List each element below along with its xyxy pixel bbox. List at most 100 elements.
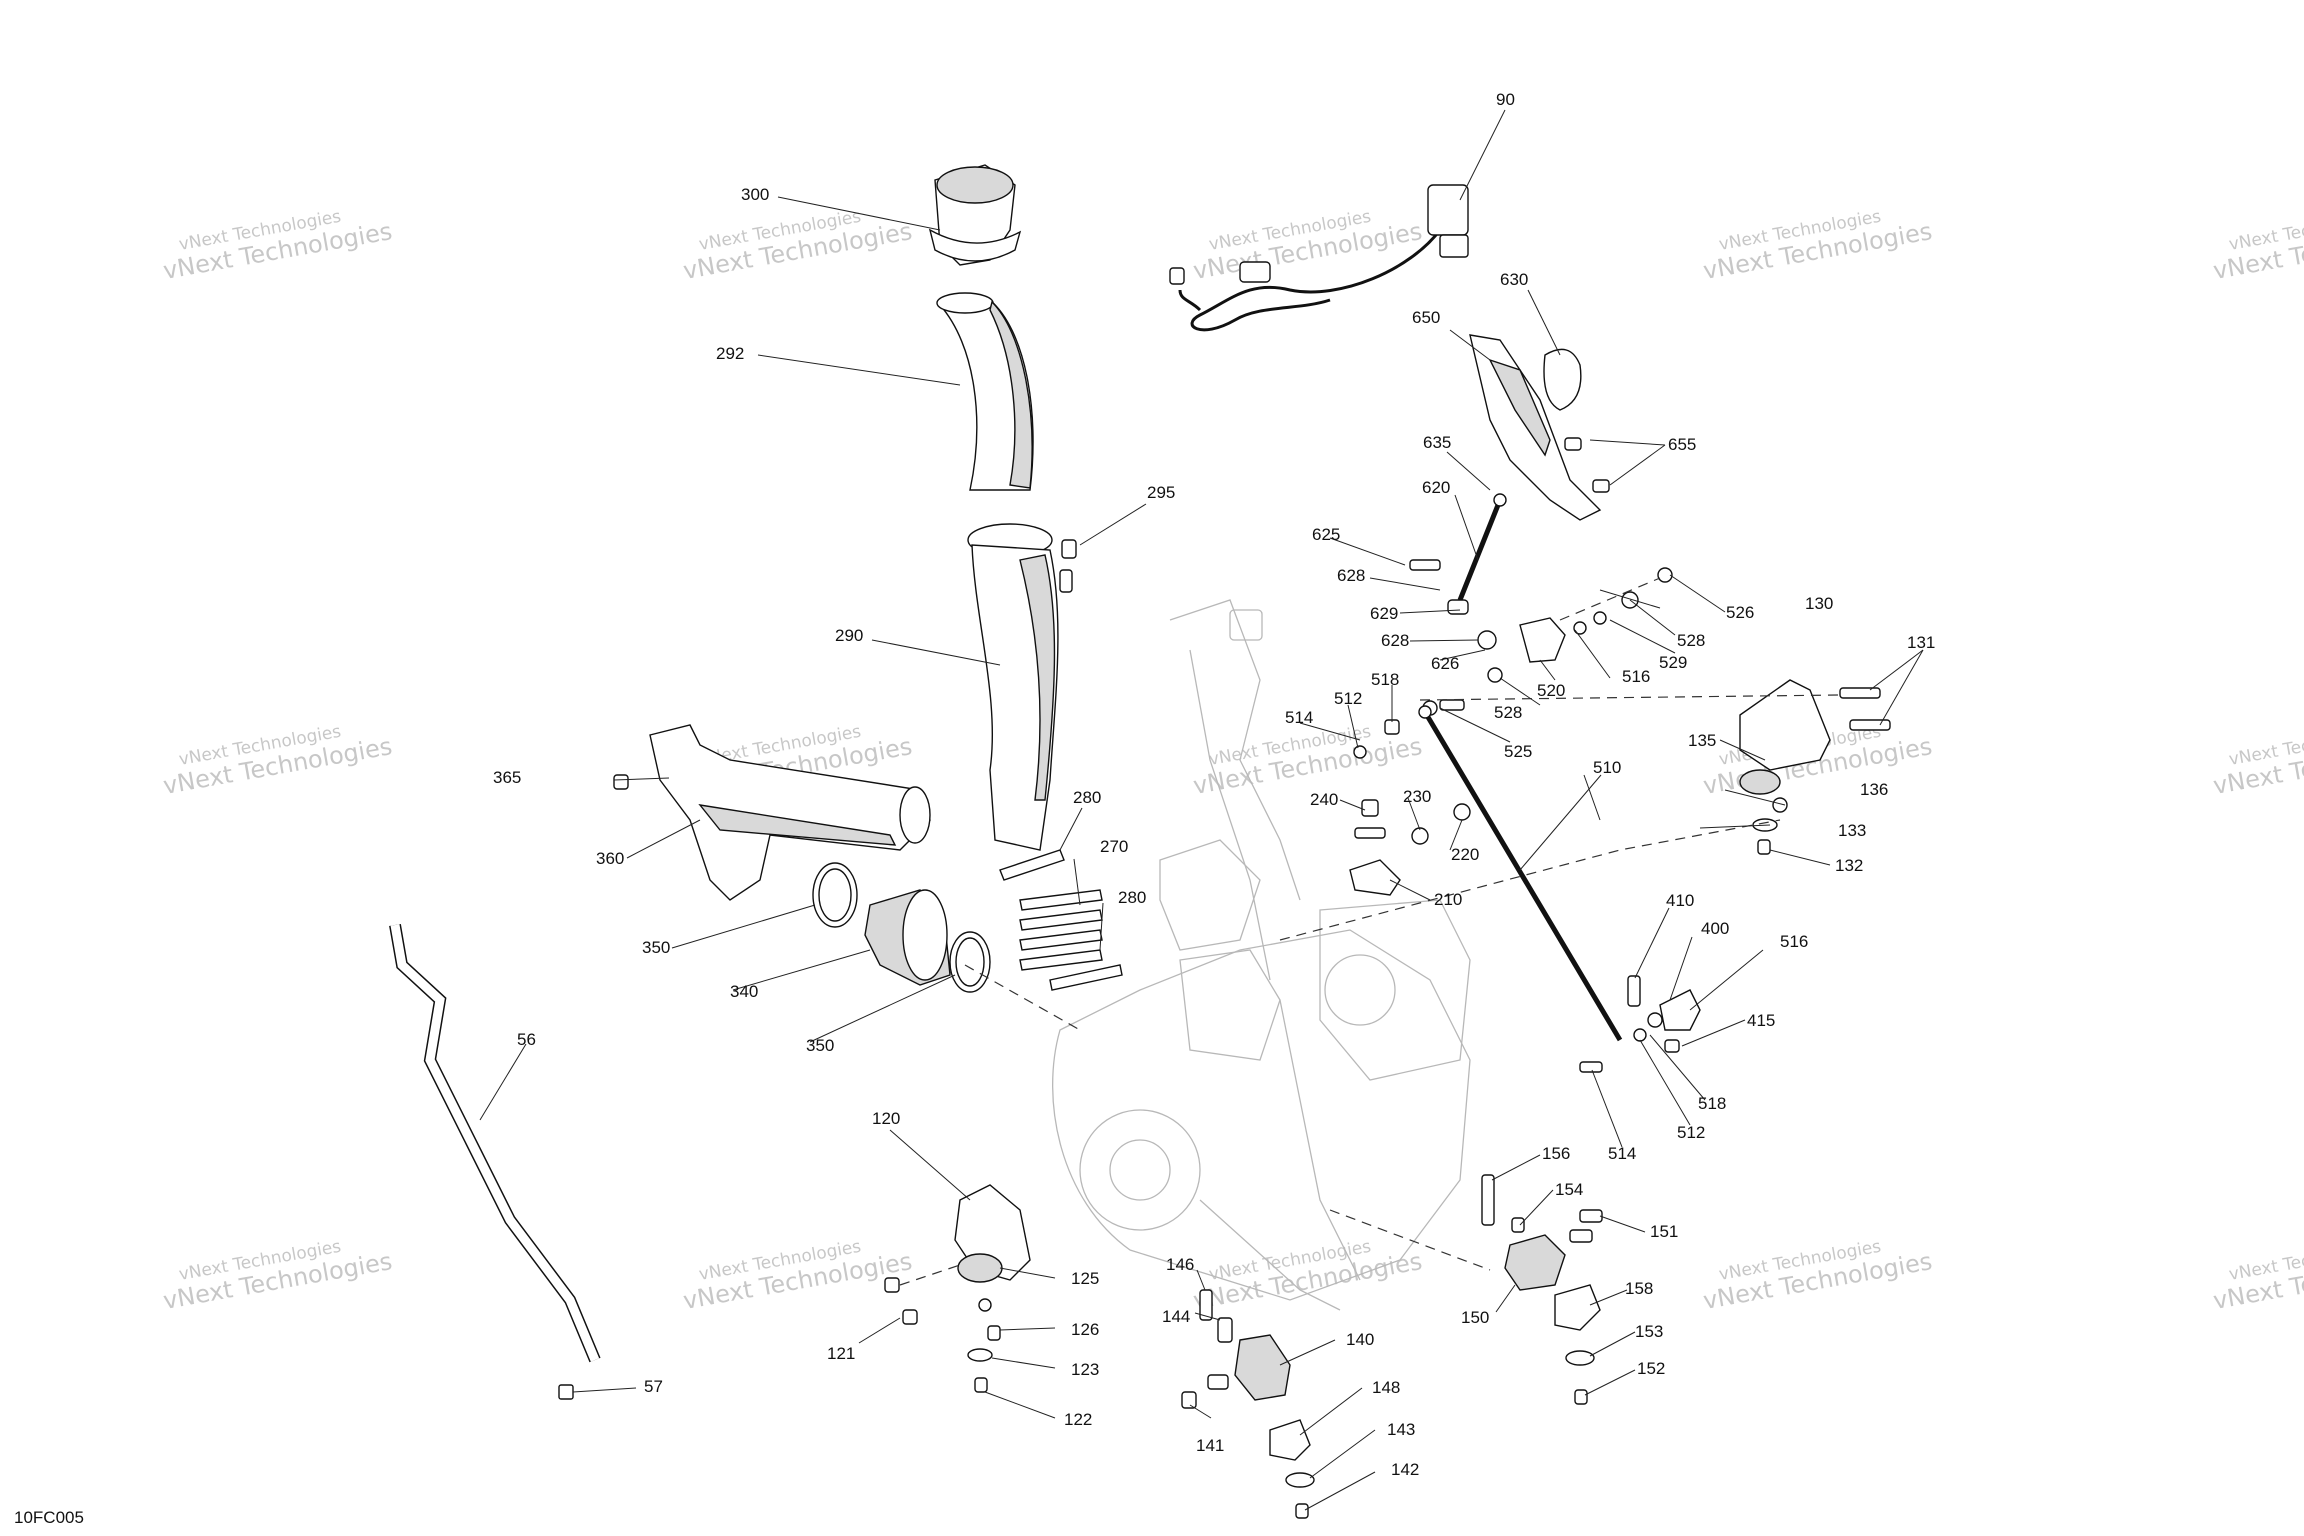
watermark: vNext Technologies vNext Technologies [2211,722,2304,800]
callout-650: 650 [1412,308,1440,327]
mount-130 [1739,679,1891,855]
callout-57: 57 [644,1377,663,1396]
callout-240: 240 [1310,790,1338,809]
callout-626: 626 [1431,654,1459,673]
callout-136: 136 [1860,780,1888,799]
callout-290: 290 [835,626,863,645]
callout-365: 365 [493,768,521,787]
callout-132: 132 [1835,856,1863,875]
callout-630: 630 [1500,270,1528,289]
shift-rod-510 [1418,705,1623,1042]
callout-528b: 528 [1494,703,1522,722]
callout-529: 529 [1659,653,1687,672]
air-duct-360 [649,724,931,901]
mount-150 [1481,1174,1603,1405]
mount-140 [1181,1289,1315,1519]
watermark: vNext Technologies vNext Technologies [2211,1237,2304,1315]
callout-510: 510 [1593,758,1621,777]
callout-labels: 300 90 292 630 650 635 655 620 295 625 6… [493,90,1935,1479]
callout-625: 625 [1312,525,1340,544]
watermark: vNext Technologies vNext Technologies [1701,1237,1934,1315]
callout-270: 270 [1100,837,1128,856]
callout-142: 142 [1391,1460,1419,1479]
knob-630 [1543,348,1582,411]
watermark: vNext Technologies vNext Technologies [161,1237,394,1315]
hose-56 [389,923,601,1400]
callout-410: 410 [1666,891,1694,910]
callout-512a: 512 [1334,689,1362,708]
callout-120: 120 [872,1109,900,1128]
callout-280b: 280 [1118,888,1146,907]
intake-part-300 [928,164,1022,266]
callout-514a: 514 [1285,708,1313,727]
callout-156: 156 [1542,1144,1570,1163]
callout-620: 620 [1422,478,1450,497]
pins-280-270 [999,849,1123,991]
callout-518a: 518 [1371,670,1399,689]
clamp-350-lower [949,931,991,993]
callout-210: 210 [1434,890,1462,909]
callout-123: 123 [1071,1360,1099,1379]
callout-90: 90 [1496,90,1515,109]
callout-295: 295 [1147,483,1175,502]
intake-tube-292 [936,292,1034,491]
callout-158: 158 [1625,1279,1653,1298]
callout-514b: 514 [1608,1144,1636,1163]
callout-140: 140 [1346,1330,1374,1349]
callout-131: 131 [1907,633,1935,652]
callout-360: 360 [596,849,624,868]
callout-141: 141 [1196,1436,1224,1455]
callout-628a: 628 [1337,566,1365,585]
shift-cover-650 [1469,334,1602,521]
callout-628b: 628 [1381,631,1409,650]
watermark: vNext Technologies vNext Technologies [681,1237,914,1315]
callout-130: 130 [1805,594,1833,613]
intake-duct-290 [967,523,1073,851]
bracket-parts-210-240 [1349,719,1471,896]
callout-133: 133 [1838,821,1866,840]
callout-300: 300 [741,185,769,204]
watermark: vNext Technologies vNext Technologies [2211,207,2304,285]
callout-516b: 516 [1780,932,1808,951]
engine-assembly [1052,599,1471,1311]
callout-150: 150 [1461,1308,1489,1327]
callout-415: 415 [1747,1011,1775,1030]
callout-121: 121 [827,1344,855,1363]
watermark: vNext Technologies vNext Technologies [161,207,394,285]
callout-516a: 516 [1622,667,1650,686]
selector-parts-400 [1579,975,1701,1073]
callout-635: 635 [1423,433,1451,452]
callout-400: 400 [1701,919,1729,938]
callout-146: 146 [1166,1255,1194,1274]
callout-655: 655 [1668,435,1696,454]
callout-152: 152 [1637,1359,1665,1378]
watermark: vNext Technologies vNext Technologies [1701,207,1934,285]
callout-154: 154 [1555,1180,1583,1199]
callout-350a: 350 [642,938,670,957]
callout-143: 143 [1387,1420,1415,1439]
callout-122: 122 [1064,1410,1092,1429]
callout-280a: 280 [1073,788,1101,807]
boot-340 [864,889,951,986]
centerlines [899,577,1841,1286]
clamp-350-upper [812,862,858,928]
callout-153: 153 [1635,1322,1663,1341]
callout-520: 520 [1537,681,1565,700]
callout-292: 292 [716,344,744,363]
mount-120 [884,1184,1031,1393]
callout-518b: 518 [1698,1094,1726,1113]
bolt-365 [613,774,629,790]
callout-56: 56 [517,1030,536,1049]
callout-230: 230 [1403,787,1431,806]
screws-655 [1564,437,1610,493]
drawing-id: 10FC005 [14,1508,84,1527]
callout-525: 525 [1504,742,1532,761]
callout-220: 220 [1451,845,1479,864]
callout-340: 340 [730,982,758,1001]
callout-350b: 350 [806,1036,834,1055]
callout-144: 144 [1162,1307,1190,1326]
callout-528a: 528 [1677,631,1705,650]
callout-148: 148 [1372,1378,1400,1397]
leader-lines [479,109,1924,1511]
